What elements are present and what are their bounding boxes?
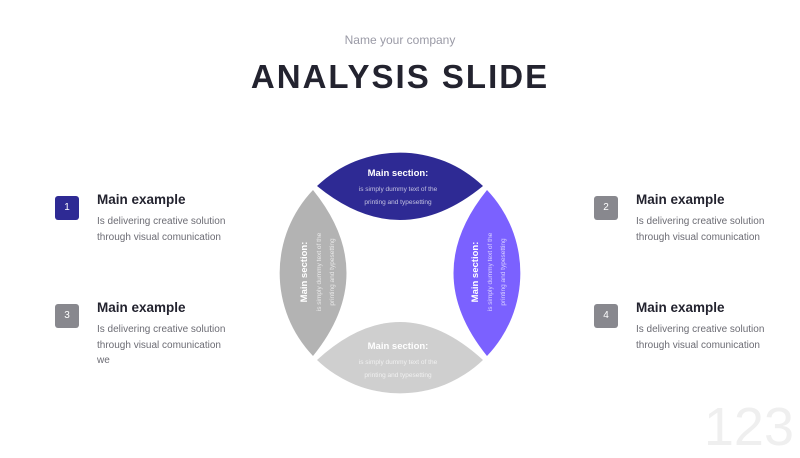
petal-right-line2: printing and typesetting [500, 238, 507, 306]
petal-left-title: Main section: [299, 242, 310, 303]
item-title: Main example [97, 192, 186, 207]
petal-left[interactable] [279, 190, 347, 356]
petal-right-line1: is simply dummy text of the [487, 232, 494, 311]
petal-right-title: Main section: [470, 242, 481, 303]
number-badge: 4 [594, 304, 618, 328]
item-body: Is delivering creative solution through … [97, 216, 226, 243]
number-badge: 3 [55, 304, 79, 328]
page-title: ANALYSIS SLIDE [250, 58, 550, 95]
item-body: Is delivering creative solution through … [97, 324, 226, 366]
item-body: Is delivering creative solution through … [636, 324, 765, 351]
petal-bottom-title: Main section: [368, 341, 429, 352]
petal-top-line1: is simply dummy text of the [359, 186, 438, 193]
page-number: 123 [703, 397, 794, 457]
petal-top[interactable] [317, 152, 483, 220]
petal-bottom-line1: is simply dummy text of the [359, 359, 438, 366]
petal-top-line2: printing and typesetting [364, 199, 432, 206]
petal-top-title: Main section: [368, 168, 429, 179]
petal-bottom[interactable] [317, 322, 483, 394]
petal-right[interactable] [453, 190, 521, 356]
item-title: Main example [636, 300, 725, 315]
petal-left-line1: is simply dummy text of the [316, 232, 323, 311]
number-badge: 2 [594, 196, 618, 220]
number-badge: 1 [55, 196, 79, 220]
petal-left-line2: printing and typesetting [329, 238, 336, 306]
item-title: Main example [97, 300, 186, 315]
company-name: Name your company [344, 33, 456, 47]
petal-bottom-line2: printing and typesetting [364, 372, 432, 379]
item-title: Main example [636, 192, 725, 207]
item-body: Is delivering creative solution through … [636, 216, 765, 243]
